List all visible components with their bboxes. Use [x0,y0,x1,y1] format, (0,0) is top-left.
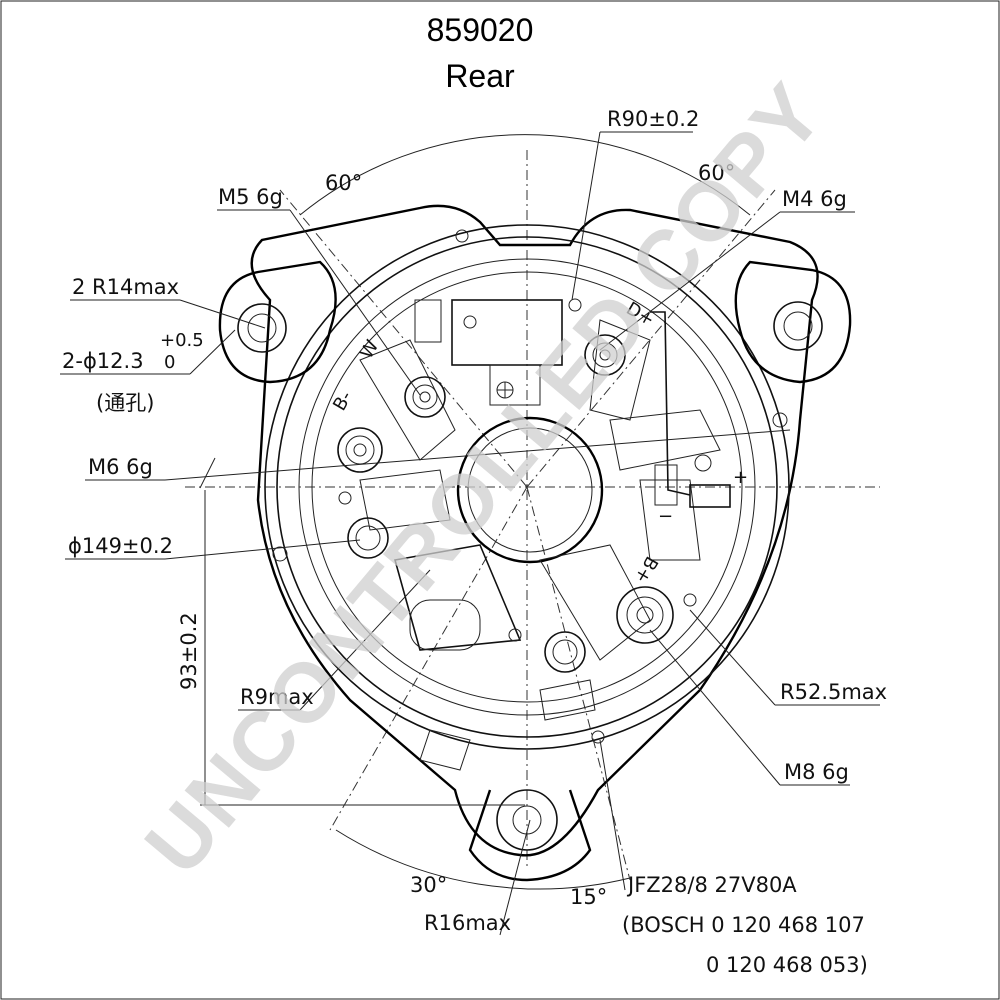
mark-plus: + [733,467,748,488]
mark-b-minus: B- [329,388,357,415]
label-m5: M5 6g [218,185,283,209]
label-m6: M6 6g [88,455,153,479]
label-model: JFZ28/8 27V80A [626,873,797,897]
view-title: Rear [445,58,515,94]
mark-minus: − [658,506,673,527]
terminal-lower-left [347,517,389,559]
label-angle-left: 60° [325,171,362,195]
small-screws [272,229,788,744]
label-angle30: 30° [410,873,447,897]
label-r9: R9max [240,685,314,709]
housing-outline [250,204,819,857]
arc-60-left-right [299,134,751,216]
centerlines [185,150,880,881]
leader-lines [60,131,880,936]
label-angle15: 15° [570,885,607,909]
bottom-mounting-ear [468,789,592,882]
label-hole-dia: 2-ϕ12.3 [62,349,144,373]
central-hub [456,416,604,564]
inner-ribs [359,319,721,771]
label-m8: M8 6g [784,760,849,784]
right-mounting-ear [734,260,852,384]
terminal-bottom [544,631,586,673]
connector-bracket [650,311,731,508]
regulator-block [414,299,563,406]
label-m4: M4 6g [782,187,847,211]
terminal-w [404,376,446,418]
label-phi149: ϕ149±0.2 [68,534,173,558]
label-r16: R16max [424,911,511,935]
label-through-hole: (通孔) [96,391,154,415]
label-hole-tol-lower: 0 [164,352,175,373]
label-r14: 2 R14max [72,275,179,299]
label-angle-right: 60° [698,161,735,185]
label-bosch-line1: (BOSCH 0 120 468 107 [622,913,865,937]
label-hole-tol-upper: +0.5 [160,330,204,351]
left-mounting-ear [218,260,337,384]
dimension-labels: R90±0.2 M5 6g 60° 60° M4 6g 2 R14max 2-ϕ… [62,107,887,977]
label-r90: R90±0.2 [607,107,699,131]
mark-w: W [356,336,383,362]
arc-bottom [335,829,631,890]
label-dim93: 93±0.2 [177,612,201,690]
part-number-title: 859020 [426,12,534,48]
label-r52: R52.5max [780,680,887,704]
terminal-d-plus [584,334,626,376]
terminal-b-plus [616,586,674,644]
mark-b-plus: B+ [630,553,662,587]
label-bosch-line2: 0 120 468 053) [706,953,868,977]
